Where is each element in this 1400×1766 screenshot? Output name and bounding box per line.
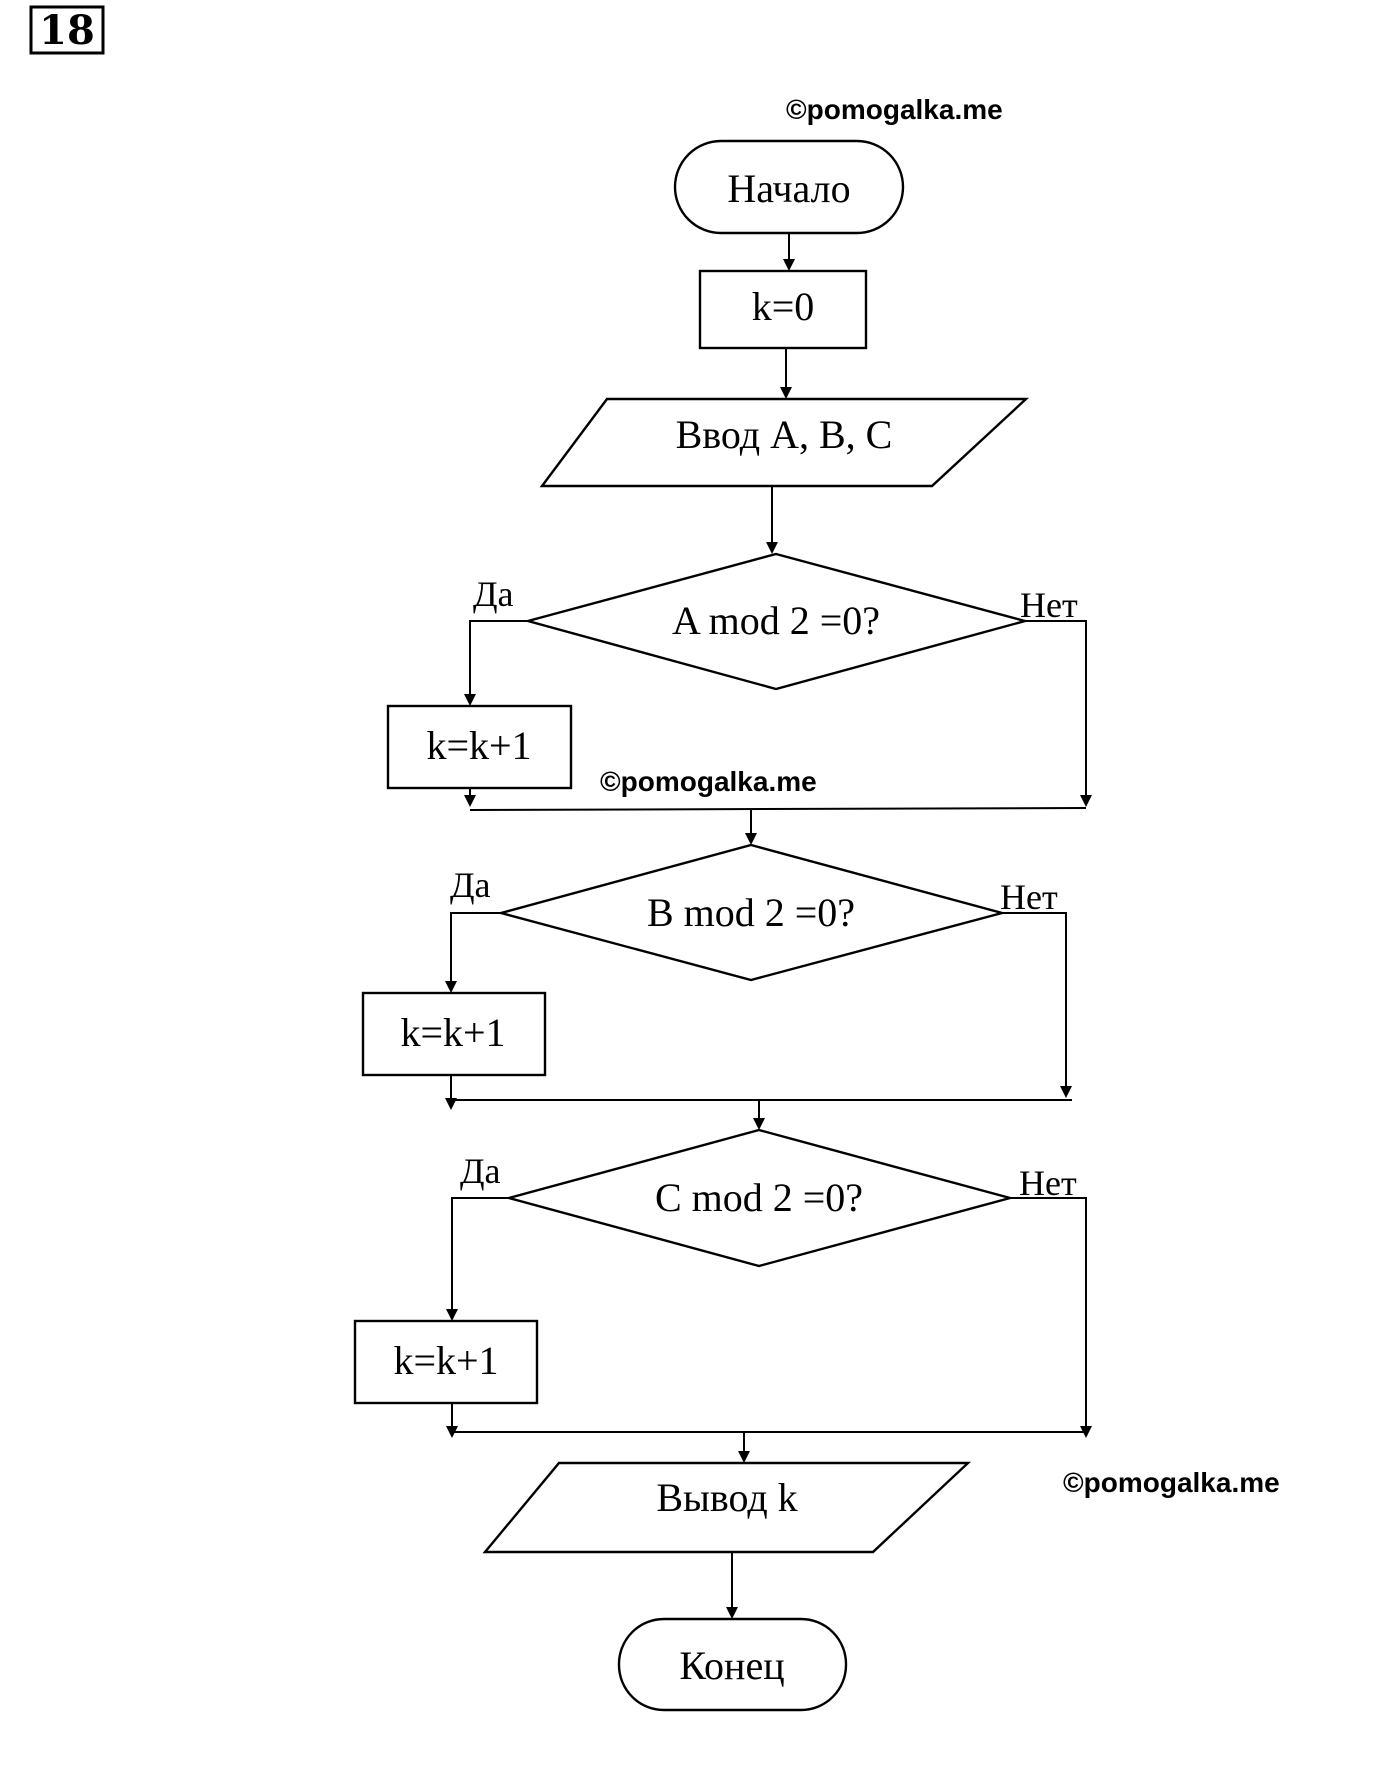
decision-a-label: A mod 2 =0? bbox=[672, 598, 880, 643]
end-label: Конец bbox=[679, 1643, 784, 1688]
start-label: Начало bbox=[727, 166, 850, 211]
inc-a-process: k=k+1 bbox=[386, 704, 573, 790]
decision-a-no-label: Нет bbox=[1020, 585, 1078, 625]
end-terminal: Конец bbox=[617, 1617, 848, 1712]
decision-c-no-label: Нет bbox=[1019, 1163, 1077, 1203]
inc-a-label: k=k+1 bbox=[426, 723, 531, 768]
decision-b-label: B mod 2 =0? bbox=[647, 890, 855, 935]
start-terminal: Начало bbox=[673, 139, 905, 235]
decision-c-yes-label: Да bbox=[460, 1151, 501, 1191]
inc-b-process: k=k+1 bbox=[361, 991, 547, 1077]
output-label: Вывод k bbox=[656, 1475, 797, 1520]
watermark-top: ©pomogalka.me bbox=[786, 94, 1003, 125]
init-process: k=0 bbox=[698, 269, 868, 350]
decision-a-yes-label: Да bbox=[473, 574, 514, 614]
watermark-middle: ©pomogalka.me bbox=[600, 766, 817, 797]
connectors bbox=[445, 233, 1092, 1619]
decision-b: B mod 2 =0? bbox=[496, 843, 1007, 982]
decision-b-no-label: Нет bbox=[1000, 877, 1058, 917]
task-number: 18 bbox=[39, 7, 95, 54]
watermark-bottom: ©pomogalka.me bbox=[1063, 1467, 1280, 1498]
decision-b-yes-label: Да bbox=[450, 865, 491, 905]
input-label: Ввод A, B, C bbox=[676, 412, 893, 457]
inc-c-label: k=k+1 bbox=[393, 1338, 498, 1383]
init-label: k=0 bbox=[752, 284, 815, 329]
inc-b-label: k=k+1 bbox=[400, 1010, 505, 1055]
decision-a: A mod 2 =0? bbox=[523, 552, 1030, 691]
decision-c-label: C mod 2 =0? bbox=[655, 1175, 863, 1220]
decision-c: C mod 2 =0? bbox=[504, 1128, 1015, 1268]
output-block: Вывод k bbox=[482, 1461, 972, 1554]
input-block: Ввод A, B, C bbox=[539, 397, 1030, 488]
inc-c-process: k=k+1 bbox=[353, 1319, 539, 1405]
task-number-box: 18 bbox=[29, 5, 105, 55]
